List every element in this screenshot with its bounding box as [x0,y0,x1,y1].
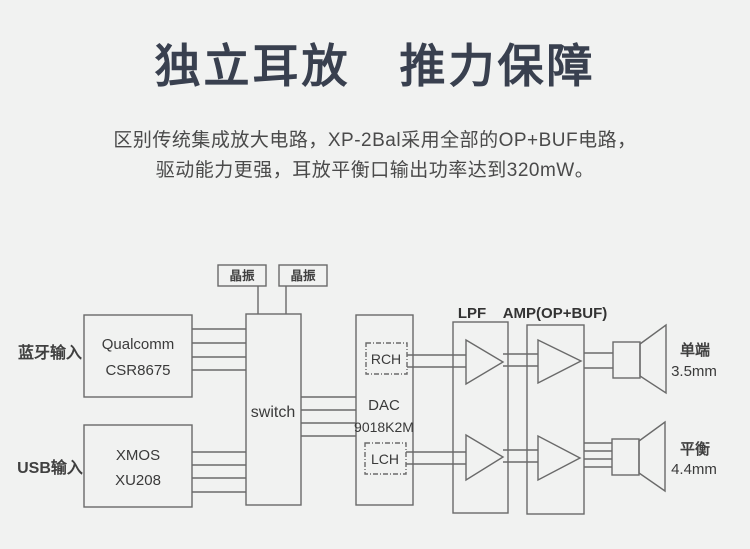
xmos-box [83,424,193,508]
lpf-label: LPF [458,305,486,322]
xmos-label-line1: XMOS [116,447,160,464]
lpf-box [452,321,509,514]
subtitle-line-1: 区别传统集成放大电路，XP-2Bal采用全部的OP+BUF电路， [113,130,637,151]
lpf-left-amp-icon [465,433,505,482]
amp-label: AMP(OP+BUF) [503,305,608,322]
crystal2-box [278,264,328,287]
speaker-single-ended-icon [612,341,641,379]
lpf-right-amp-icon [465,338,505,386]
lch-dashed-box [364,442,407,475]
lch-label: LCH [371,451,399,467]
dac-label-line1: DAC [368,397,400,414]
amp-left-amp-icon [537,434,582,482]
speaker-single-ended-horn-icon [639,323,667,395]
balanced-label: 平衡 [680,440,710,458]
rch-dashed-box [365,342,408,375]
rch-label: RCH [371,351,401,367]
single-ended-jack-label: 3.5mm [671,363,717,380]
subtitle-line-2: 驱动能力更强，耳放平衡口输出功率达到320mW。 [155,160,595,181]
switch-label: switch [251,404,295,421]
amp-right-amp-icon [537,338,583,385]
qualcomm-label-line2: CSR8675 [105,362,170,379]
single-ended-label: 单端 [680,341,710,359]
page-subtitle: 区别传统集成放大电路，XP-2Bal采用全部的OP+BUF电路， 驱动能力更强，… [0,126,750,186]
speaker-balanced-horn-icon [638,420,666,493]
crystal2-label: 晶振 [290,268,316,283]
usb-input-label: USB输入 [17,458,83,477]
page-title: 独立耳放 推力保障 [154,40,596,92]
amp-box [526,324,585,515]
block-diagram: 晶振 晶振 蓝牙输入 USB输入 Qualcomm CSR8675 XMOS X… [0,240,750,549]
crystal1-box [217,264,267,287]
qualcomm-label-line1: Qualcomm [102,336,175,353]
block-diagram-svg: 晶振 晶振 蓝牙输入 USB输入 Qualcomm CSR8675 XMOS X… [17,264,717,515]
bluetooth-input-label: 蓝牙输入 [18,343,82,362]
xmos-label-line2: XU208 [115,472,161,489]
speaker-balanced-icon [611,438,640,476]
balanced-jack-label: 4.4mm [671,461,717,478]
dac-label-line2: 9018K2M [354,419,414,435]
crystal1-label: 晶振 [229,268,255,283]
qualcomm-box [83,314,193,398]
